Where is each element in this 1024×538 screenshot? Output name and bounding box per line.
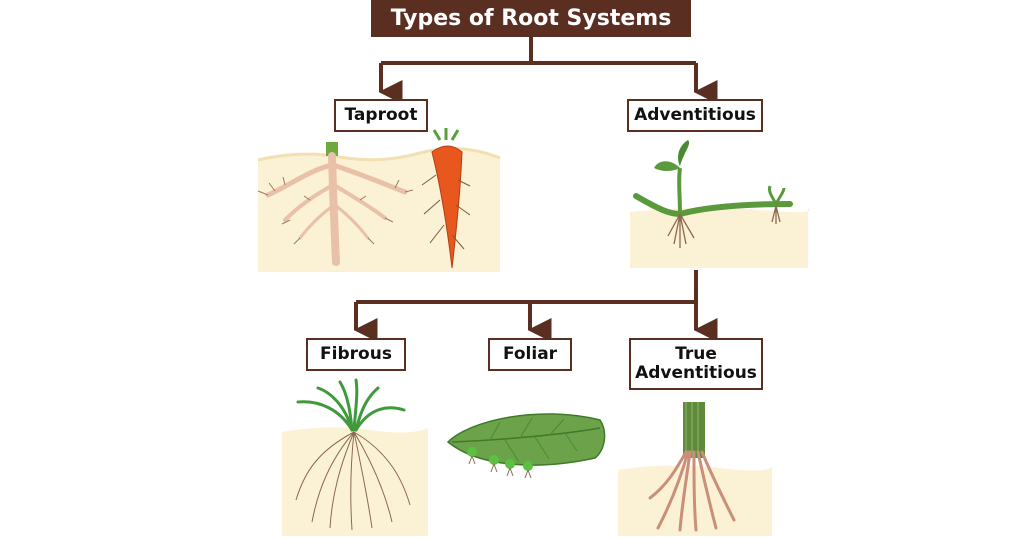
foliar-illustration — [446, 413, 606, 479]
taproot-illustration — [257, 128, 501, 272]
fibrous-illustration — [282, 378, 428, 536]
taproot-label: Taproot — [334, 99, 428, 132]
fibrous-label: Fibrous — [306, 338, 406, 371]
true-adventitious-line1: True — [675, 344, 717, 364]
connector-lines — [353, 37, 718, 342]
true-adventitious-line2: Adventitious — [635, 363, 757, 383]
foliar-label: Foliar — [488, 338, 572, 371]
adventitious-label: Adventitious — [627, 99, 763, 132]
true-adventitious-label: True Adventitious — [629, 338, 763, 390]
true-adventitious-illustration — [618, 402, 772, 536]
diagram-title: Types of Root Systems — [371, 0, 691, 37]
adventitious-illustration — [630, 140, 810, 268]
